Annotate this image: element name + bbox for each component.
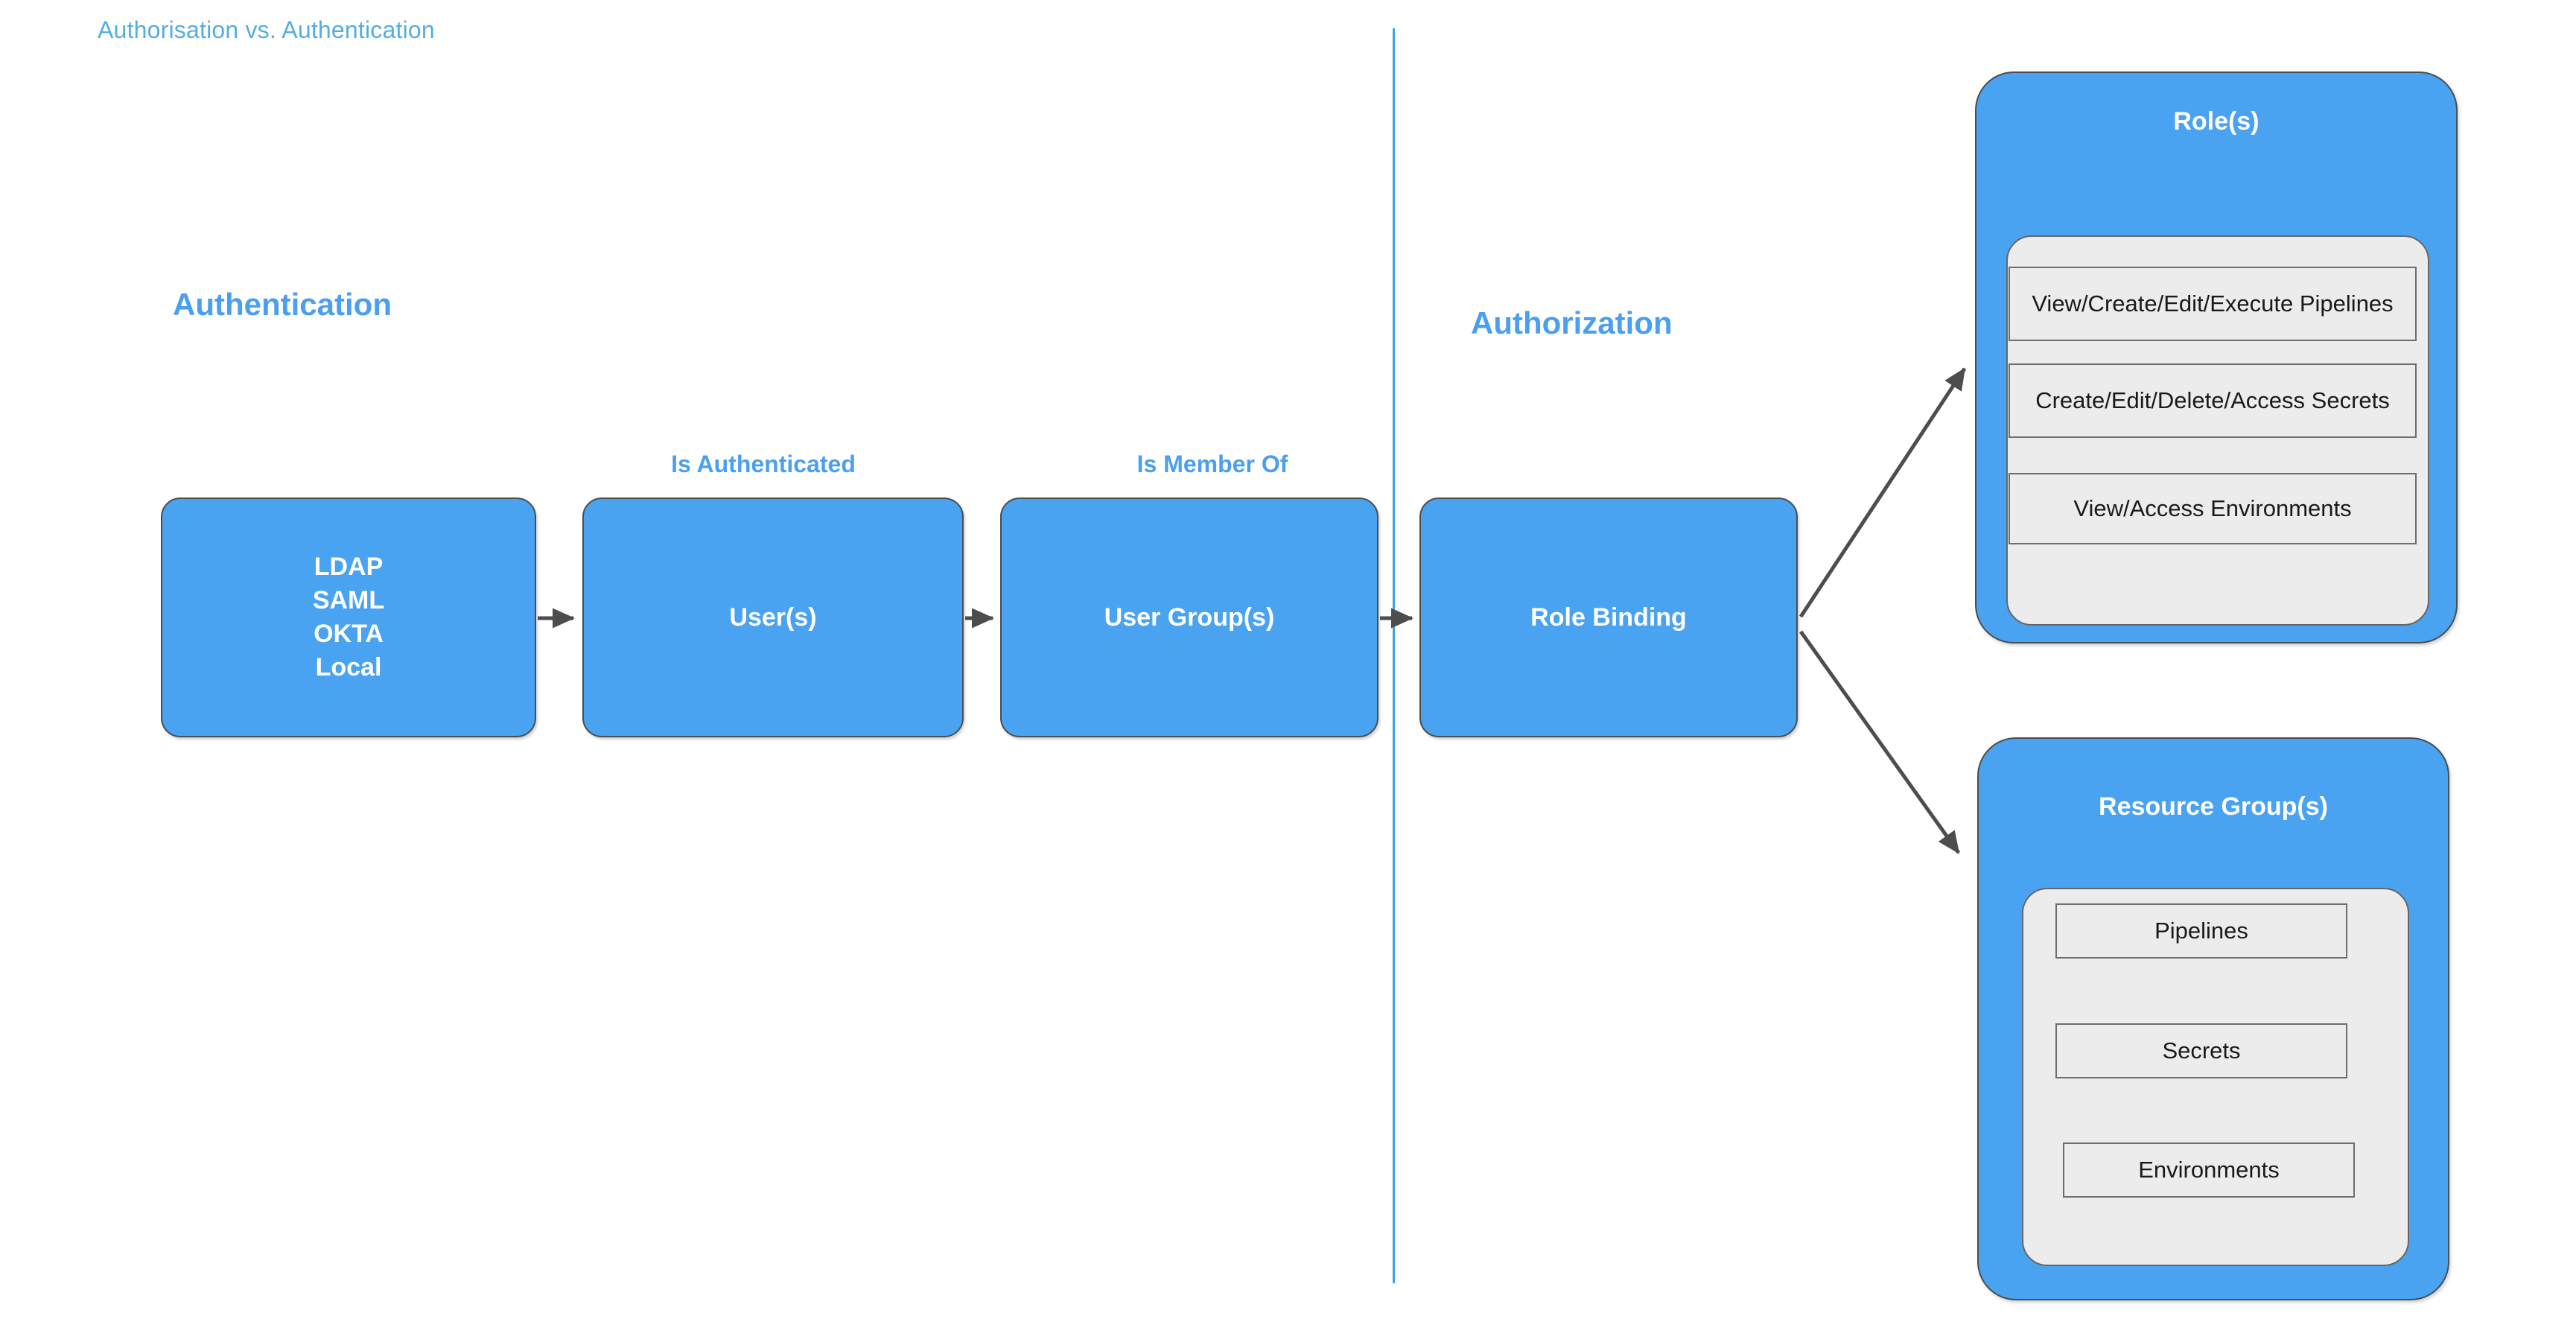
- arrow-rolebinding-to-resourcegroups: [1799, 630, 1961, 854]
- users-box[interactable]: User(s): [582, 498, 964, 737]
- resource-item[interactable]: Pipelines: [2055, 903, 2347, 959]
- resource-item[interactable]: Secrets: [2055, 1023, 2347, 1078]
- connector-label-is-authenticated: Is Authenticated: [671, 451, 856, 477]
- idp-item-saml: SAML: [312, 586, 385, 615]
- permission-item[interactable]: View/Access Environments: [2009, 473, 2417, 544]
- section-divider: [1393, 28, 1395, 1283]
- section-heading-authentication: Authentication: [173, 287, 392, 322]
- user-groups-box[interactable]: User Group(s): [1000, 498, 1378, 737]
- idp-item-ldap: LDAP: [314, 553, 384, 582]
- section-heading-authorization: Authorization: [1471, 305, 1673, 340]
- resource-item[interactable]: Environments: [2063, 1142, 2355, 1198]
- permission-item[interactable]: View/Create/Edit/Execute Pipelines: [2009, 267, 2417, 341]
- permission-item[interactable]: Create/Edit/Delete/Access Secrets: [2009, 363, 2417, 438]
- roles-panel[interactable]: Role(s) Permission(s): [1975, 71, 2458, 643]
- page-title: Authorisation vs. Authentication: [98, 16, 435, 43]
- role-binding-box[interactable]: Role Binding: [1419, 498, 1798, 737]
- idp-item-local: Local: [315, 652, 382, 681]
- resource-groups-panel[interactable]: Resource Group(s): [1977, 737, 2449, 1300]
- connector-label-is-member-of: Is Member Of: [1136, 451, 1288, 477]
- idp-item-okta: OKTA: [314, 620, 384, 648]
- resource-groups-panel-title: Resource Group(s): [2099, 792, 2328, 821]
- roles-panel-title: Role(s): [2173, 107, 2259, 136]
- arrow-rolebinding-to-roles: [1799, 367, 1967, 618]
- identity-provider-box[interactable]: LDAP SAML OKTA Local: [161, 498, 536, 737]
